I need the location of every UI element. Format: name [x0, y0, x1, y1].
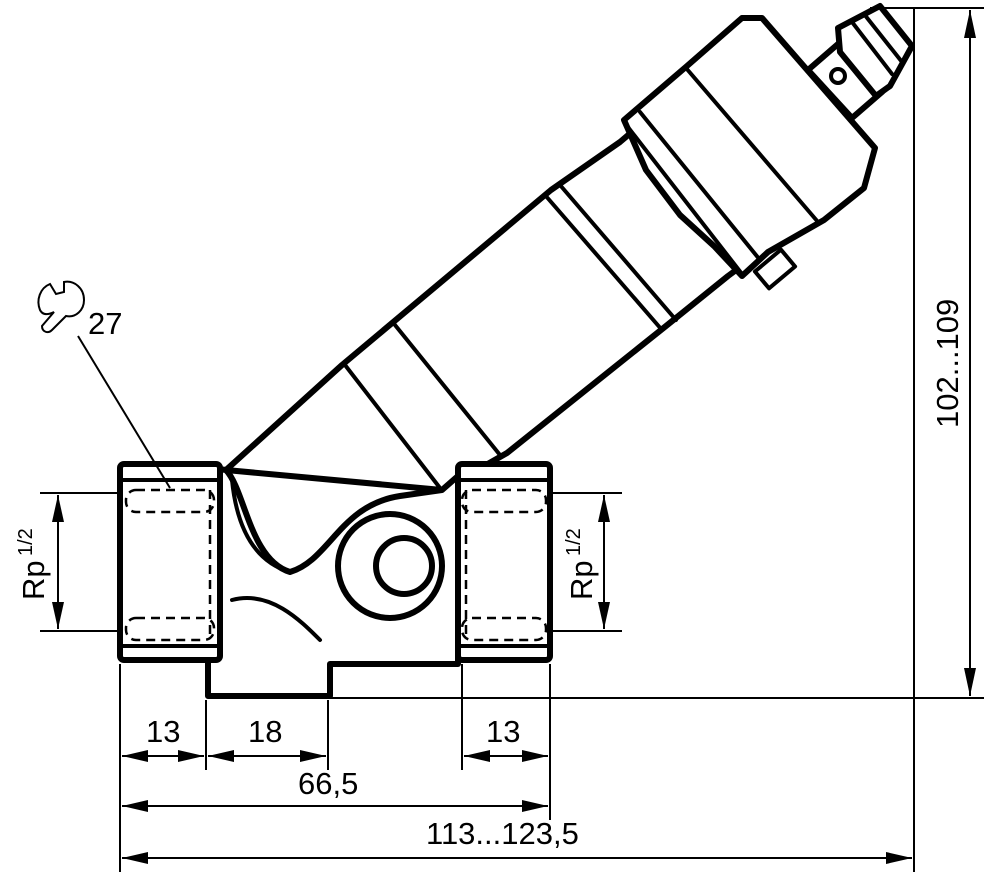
dim-overall-arrow-r	[886, 852, 912, 864]
tube-band-4	[558, 183, 678, 322]
nut-edge-2	[862, 12, 904, 64]
left-thread-bottom	[124, 616, 216, 642]
dim-right-thread-arrow-top	[598, 495, 610, 522]
dim-base-arrow-r	[300, 750, 326, 762]
dim-left-thread-arrow-bottom	[52, 602, 64, 629]
left-thread-rp: Rp	[16, 560, 51, 600]
left-thread-label: Rp 1/2	[15, 528, 51, 600]
dim-height-label: 102...109	[930, 299, 965, 428]
dim-right-port-label: 13	[486, 714, 520, 749]
dim-right-port-arrow-r	[522, 750, 548, 762]
dim-body-arrow-l	[122, 800, 148, 812]
dim-right-port-arrow-l	[464, 750, 490, 762]
nut-edge-1	[850, 20, 894, 76]
dim-base-label: 18	[248, 714, 282, 749]
wrench-size-label: 27	[88, 306, 122, 341]
right-thread-top	[460, 488, 548, 514]
left-thread-top	[124, 488, 216, 514]
body-contour-upper	[230, 478, 292, 574]
dim-body-length-label: 66,5	[298, 766, 358, 801]
body-contour-lower	[230, 596, 322, 642]
right-thread-label: Rp 1/2	[563, 528, 599, 600]
dim-height-arrow-bottom	[964, 668, 976, 696]
left-port-hex	[117, 461, 223, 663]
sensor-head	[621, 15, 878, 279]
right-thread-fraction: 1/2	[563, 528, 585, 556]
dim-right-thread-arrow-bottom	[598, 602, 610, 629]
dim-left-port-arrow-l	[122, 750, 148, 762]
dim-overall-arrow-l	[122, 852, 148, 864]
dimension-labels: 27 13 18 13 66,5 113...123,5 102...109 R…	[15, 299, 965, 851]
side-key	[752, 247, 798, 291]
right-thread-bottom	[460, 616, 548, 642]
center-boss	[335, 511, 445, 621]
head-band-3	[684, 66, 820, 224]
head-band-1	[622, 120, 744, 276]
center-bore	[373, 535, 435, 597]
dim-body-arrow-r	[522, 800, 548, 812]
wrench-icon	[37, 280, 86, 334]
dimension-lines	[40, 7, 984, 872]
dim-left-thread-arrow-top	[52, 495, 64, 522]
connector-pin-hole	[829, 67, 847, 85]
tube-band-1	[343, 363, 442, 490]
wrench-leader	[77, 335, 171, 489]
dim-left-port-label: 13	[146, 714, 180, 749]
sensor-housing	[223, 3, 915, 493]
body-casting	[205, 465, 461, 699]
left-thread-fraction: 1/2	[15, 528, 37, 556]
dim-base-arrow-l	[208, 750, 234, 762]
dim-height-arrow-top	[964, 10, 976, 38]
dim-left-port-arrow-r	[178, 750, 204, 762]
tube-band-3	[543, 193, 664, 332]
right-thread-rp: Rp	[564, 560, 599, 600]
tube-band-2	[393, 323, 502, 457]
valve-body	[117, 461, 553, 699]
dim-overall-label: 113...123,5	[426, 816, 579, 851]
right-port-hex	[455, 461, 553, 663]
head-band-2	[638, 110, 762, 262]
